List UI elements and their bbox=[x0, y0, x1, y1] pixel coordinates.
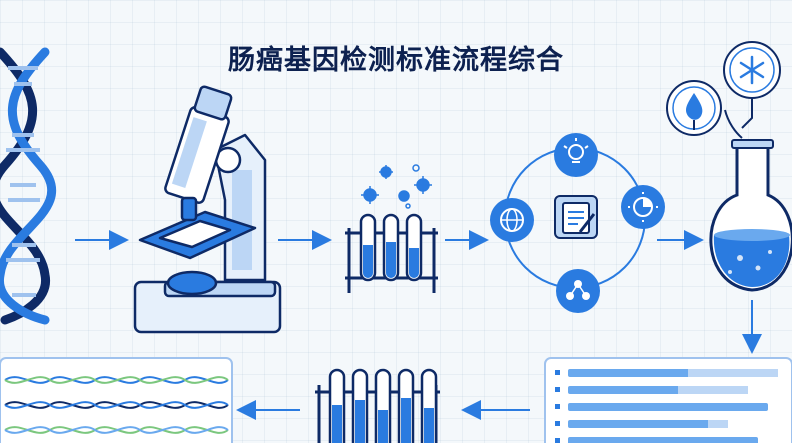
snowflake-icon bbox=[723, 41, 781, 139]
page-title: 肠癌基因检测标准流程综合 bbox=[228, 45, 564, 76]
microscope-icon bbox=[133, 85, 282, 334]
virus-icon bbox=[361, 164, 432, 209]
test-tubes-icon bbox=[345, 213, 438, 293]
analysis-hub bbox=[490, 133, 665, 313]
globe-icon bbox=[490, 198, 534, 242]
lightbulb-icon bbox=[554, 133, 598, 177]
flask-icon bbox=[709, 139, 792, 292]
molecule-icon bbox=[556, 269, 600, 313]
sequence-chart-icon bbox=[0, 357, 233, 443]
test-tubes-bottom-icon bbox=[315, 368, 440, 443]
droplet-icon bbox=[666, 80, 722, 136]
clipboard-icon bbox=[562, 202, 596, 234]
dna-icon bbox=[0, 47, 57, 325]
bar-report-icon bbox=[544, 357, 792, 443]
pie-chart-icon bbox=[621, 185, 665, 229]
